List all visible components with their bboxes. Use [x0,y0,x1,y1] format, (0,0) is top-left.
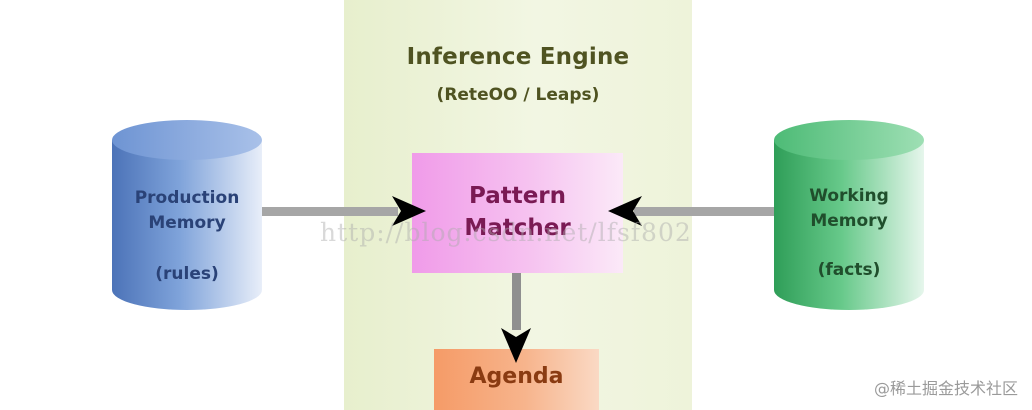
pattern-matcher-box [412,153,623,273]
working-to-matcher-arrow [608,196,774,226]
working-memory-label: Working Memory [772,184,926,234]
production-memory-line2: Memory [148,213,226,233]
credit-text: @稀土掘金技术社区 [873,379,1018,398]
working-memory-note: (facts) [817,260,881,280]
inference-engine-title: Inference Engine [406,44,630,70]
working-memory-cylinder [774,120,924,310]
production-memory-cylinder [112,120,262,310]
production-memory-note: (rules) [155,264,219,284]
agenda-label: Agenda [469,364,564,389]
pattern-matcher-line2: Matcher [464,215,571,241]
watermark-text: http://blog.csdn.net/lfsf802 [320,218,692,247]
pattern-matcher-line1: Pattern [468,183,567,209]
pattern-matcher-label: Pattern Matcher [412,180,623,244]
inference-engine-subtitle: (ReteOO / Leaps) [436,85,600,105]
production-to-matcher-arrow [262,196,426,226]
matcher-to-agenda-arrow [501,273,531,363]
working-memory-line2: Memory [810,211,888,231]
production-memory-line1: Production [134,188,240,208]
production-memory-label: Production Memory [110,186,264,236]
working-memory-line1: Working [809,186,889,206]
